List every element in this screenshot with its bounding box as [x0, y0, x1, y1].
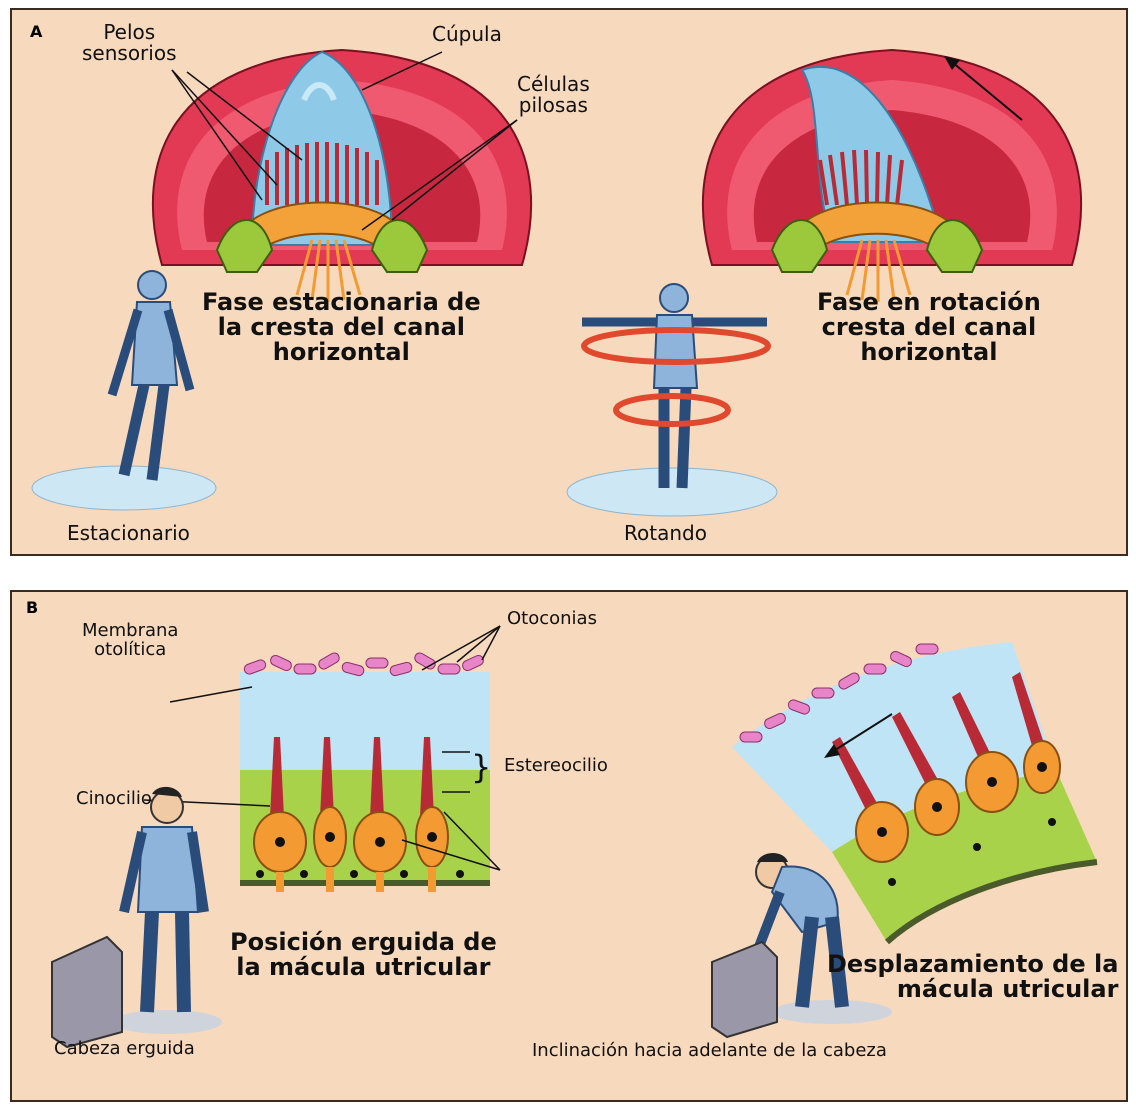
label-fase-estacionaria: Fase estacionaria de la cresta del canal…	[202, 290, 481, 366]
standing-man	[52, 787, 222, 1047]
label-rotando: Rotando	[624, 523, 707, 544]
stationary-person	[32, 271, 216, 510]
label-desplazamiento: Desplazamiento de la mácula utricular	[827, 952, 1118, 1002]
svg-text:}: }	[471, 748, 491, 786]
rotating-person	[567, 284, 777, 516]
panel-a: A	[10, 8, 1128, 556]
panel-b: B	[10, 590, 1128, 1102]
label-otoconias: Otoconias	[507, 610, 597, 629]
label-fase-rotacion: Fase en rotación cresta del canal horizo…	[817, 290, 1041, 366]
label-cabeza-erguida: Cabeza erguida	[54, 1040, 195, 1059]
label-posicion-erguida: Posición erguida de la mácula utricular	[230, 930, 497, 980]
label-celulas-pilosas: Células pilosas	[517, 74, 590, 116]
box-right	[712, 942, 777, 1037]
panel-b-illustration: }	[12, 592, 1130, 1104]
label-cupula: Cúpula	[432, 24, 502, 45]
label-cinocilio: Cinocilio	[76, 790, 152, 809]
label-membrana: Membrana otolítica	[82, 622, 178, 660]
box-left	[52, 937, 122, 1047]
label-estereocilio: Estereocilio	[504, 757, 608, 776]
label-inclinacion: Inclinación hacia adelante de la cabeza	[532, 1042, 887, 1061]
label-estacionario: Estacionario	[67, 523, 190, 544]
label-pelos-sensorios: Pelos sensorios	[82, 22, 177, 64]
crest-rotating	[703, 50, 1081, 302]
crest-stationary	[153, 50, 531, 302]
